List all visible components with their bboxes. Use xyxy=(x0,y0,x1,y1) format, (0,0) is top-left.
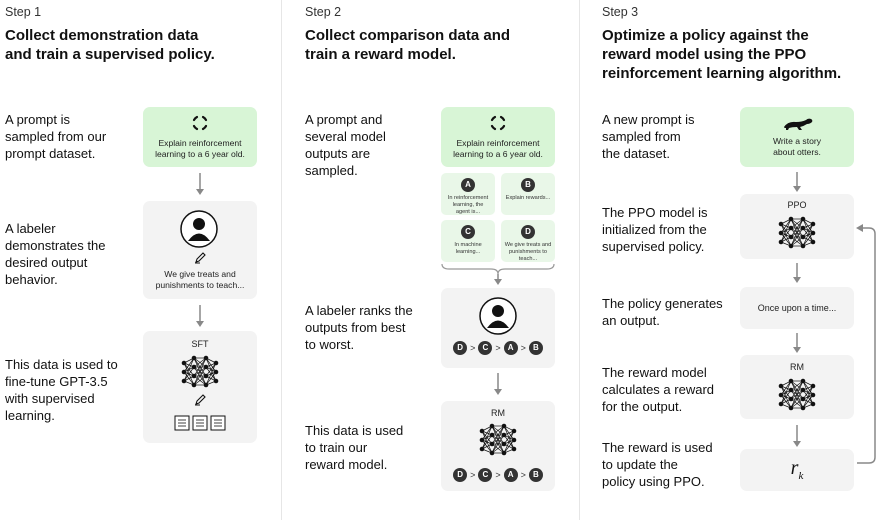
flow-arrow xyxy=(793,263,801,283)
reward-model-card: RM xyxy=(740,355,854,419)
neural-network-icon xyxy=(777,376,817,414)
step-label: Step 1 xyxy=(5,5,42,19)
neural-network-icon xyxy=(180,353,220,391)
neural-network-icon xyxy=(777,214,817,252)
ranking-card: D>C>A>B xyxy=(441,288,555,368)
prompt-card: Explain reinforcement learning to a 6 ye… xyxy=(441,107,555,167)
rank-badge: B xyxy=(528,341,543,355)
output-text: In machine learning... xyxy=(454,242,482,255)
pencil-icon xyxy=(195,394,206,406)
prompt-text: Write a story about otters. xyxy=(772,136,822,157)
row-label: A new prompt is sampled from the dataset… xyxy=(602,112,695,161)
output-text: Explain rewards... xyxy=(505,195,551,201)
model-output-d: D We give treats and punishments to teac… xyxy=(501,220,555,262)
demonstration-text: We give treats and punishments to teach.… xyxy=(155,269,245,290)
rank-badge: A xyxy=(503,341,518,355)
neural-network-icon xyxy=(478,421,518,459)
rank-badge: B xyxy=(528,468,543,482)
step-heading: Optimize a policy against the reward mod… xyxy=(602,27,842,82)
pencil-icon xyxy=(195,252,206,264)
model-output-c: C In machine learning... xyxy=(441,220,495,262)
prompt-card: Write a story about otters. xyxy=(740,107,854,167)
reward-value: rk xyxy=(740,457,854,482)
prompt-text: Explain reinforcement learning to a 6 ye… xyxy=(453,138,543,159)
output-text: In reinforcement learning, the agent is.… xyxy=(447,195,489,215)
rank-badge: C xyxy=(478,468,493,482)
flow-arrow xyxy=(196,305,204,327)
column-divider xyxy=(281,0,282,520)
row-label: The PPO model is initialized from the su… xyxy=(602,205,708,254)
step-label: Step 2 xyxy=(305,5,342,19)
rank-badge: C xyxy=(478,341,493,355)
ranking-row: D>C>A>B xyxy=(441,341,555,355)
flow-arrow xyxy=(196,173,204,195)
row-label: A prompt and several model outputs are s… xyxy=(305,112,386,178)
reward-subscript: k xyxy=(798,470,804,482)
row-label: This data is used to fine-tune GPT-3.5 w… xyxy=(5,357,118,423)
labeler-avatar-icon xyxy=(180,210,218,248)
model-label: RM xyxy=(491,408,505,418)
step-heading: Collect comparison data and train a rewa… xyxy=(305,27,511,63)
step-heading: Collect demonstration data and train a s… xyxy=(5,27,215,63)
rank-badge: D xyxy=(453,468,468,482)
output-badge: D xyxy=(521,225,535,239)
rank-badge: D xyxy=(453,341,468,355)
labeler-card: We give treats and punishments to teach.… xyxy=(143,201,257,299)
flow-arrow xyxy=(793,172,801,192)
sft-model-card: SFT xyxy=(143,331,257,443)
row-label: The reward model calculates a reward for… xyxy=(602,365,714,414)
row-label: A labeler demonstrates the desired outpu… xyxy=(5,221,106,287)
model-output-a: A In reinforcement learning, the agent i… xyxy=(441,173,495,215)
row-label: A labeler ranks the outputs from best to… xyxy=(305,303,413,352)
prompt-card: Explain reinforcement learning to a 6 ye… xyxy=(143,107,257,167)
row-label: This data is used to train our reward mo… xyxy=(305,423,404,472)
output-badge: B xyxy=(521,178,535,192)
reward-model-card: RM D>C>A>B xyxy=(441,401,555,491)
rank-badge: A xyxy=(503,468,518,482)
flow-arrow xyxy=(494,373,502,395)
model-label: RM xyxy=(790,362,804,372)
flow-arrow xyxy=(793,425,801,447)
flow-arrow xyxy=(793,333,801,353)
model-output-b: B Explain rewards... xyxy=(501,173,555,215)
ranking-row: D>C>A>B xyxy=(441,468,555,482)
column-divider xyxy=(579,0,580,520)
ppo-update-loop-arrow xyxy=(856,224,876,464)
step-label: Step 3 xyxy=(602,5,639,19)
model-label: SFT xyxy=(191,339,209,349)
output-text: Once upon a time... xyxy=(757,303,837,313)
labeler-avatar-icon xyxy=(479,297,517,335)
ppo-model-card: PPO xyxy=(740,194,854,259)
row-label: A prompt is sampled from our prompt data… xyxy=(5,112,107,161)
prompt-dataset-icon xyxy=(490,115,506,131)
output-text: We give treats and punishments to teach.… xyxy=(504,242,552,262)
prompt-text: Explain reinforcement learning to a 6 ye… xyxy=(155,138,245,159)
reward-symbol: r xyxy=(790,457,799,479)
row-label: The reward is used to update the policy … xyxy=(602,440,713,489)
row-label: The policy generates an output. xyxy=(602,296,723,328)
documents-icon xyxy=(174,415,226,431)
outputs-bracket xyxy=(441,263,555,285)
policy-output-card: Once upon a time... xyxy=(740,287,854,329)
output-badge: A xyxy=(461,178,475,192)
output-badge: C xyxy=(461,225,475,239)
otter-icon xyxy=(784,118,813,130)
reward-card: rk xyxy=(740,449,854,491)
prompt-dataset-icon xyxy=(192,115,208,131)
model-label: PPO xyxy=(787,200,807,210)
